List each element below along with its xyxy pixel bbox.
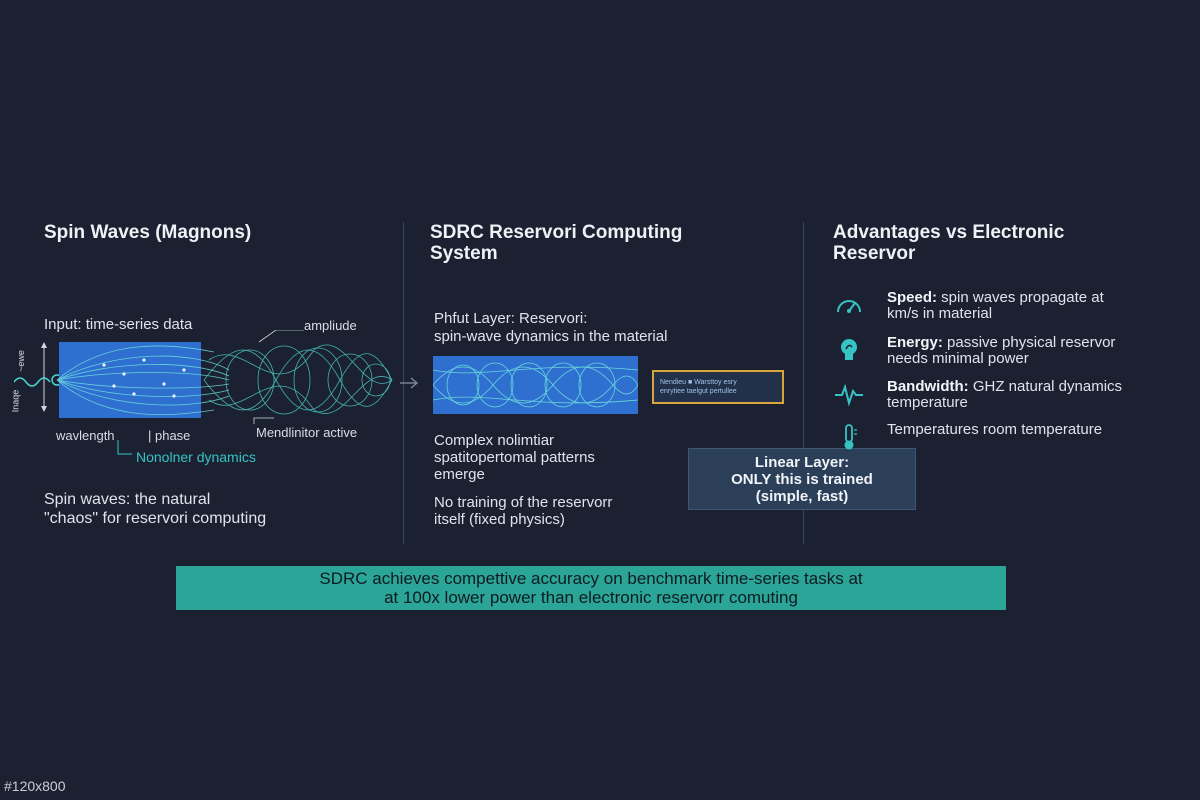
amplitude-pointer [258, 330, 304, 343]
input-wave [14, 377, 51, 387]
spin-waves-title: Spin Waves (Magnons) [44, 222, 252, 243]
magnetic-film-panel [59, 342, 201, 418]
layer-title-line-2: spin-wave dynamics in the material [434, 328, 668, 345]
temperature-text: Temperatures room temperature [887, 421, 1103, 438]
advantage-bandwidth: Bandwidth: GHZ natural dynamics temperat… [834, 379, 1194, 419]
bandwidth-text: GHZ natural dynamics [968, 378, 1123, 395]
energy-label: Energy: [887, 334, 943, 351]
sdrc-title-line-2: System [430, 243, 498, 264]
linear-layer-line-2: ONLY this is trained [731, 471, 873, 488]
energy-text: passive physical reservor [942, 334, 1116, 351]
speed-label: Speed: [887, 289, 938, 306]
banner-line-2: at 100x lower power than electronic rese… [384, 588, 798, 607]
wave-interference [203, 344, 393, 415]
spin-waves-caption-1: Spin waves: the natural [44, 491, 211, 508]
spin-waves-caption-2: "chaos" for reservori computing [44, 510, 267, 527]
arrow-down-head [41, 406, 47, 412]
no-training-line-2: itself (fixed physics) [434, 511, 565, 528]
active-pointer [253, 417, 274, 424]
arrow-up-head [41, 342, 47, 348]
phase-label: | phase [148, 428, 191, 443]
bandwidth-text-2: temperature [887, 394, 968, 411]
advantage-speed: Speed: spin waves propagate at km/s in m… [834, 290, 1194, 330]
amplitude-label: ampliude [304, 318, 357, 333]
chip-text-2: enrytiee taelgut pertullee [660, 388, 737, 395]
speed-text-2: km/s in material [887, 305, 993, 322]
advantage-temperature: Temperatures room temperature [834, 422, 1194, 462]
spin-wave-visualization [14, 330, 393, 424]
layer-title-line-1: Phfut Layer: Reservori: [434, 310, 588, 327]
spin-particles [102, 358, 186, 398]
energy-text-2: needs minimal power [887, 350, 1029, 367]
bandwidth-label: Bandwidth: [887, 378, 969, 395]
sdrc-title-line-1: SDRC Reservori Computing [430, 222, 683, 243]
banner-line-1: SDRC achieves compettive accuracy on ben… [319, 569, 863, 588]
readout-chip: Nendieu ■ Warsttoy esry enrytiee taelgut… [652, 370, 784, 404]
dimension-watermark: #120x800 [4, 778, 66, 794]
nonlinear-dynamics-bracket [117, 440, 132, 455]
advantages-title-line-1: Advantages vs Electronic [833, 222, 1065, 243]
chip-text-1: Nendieu ■ Warsttoy esry [660, 379, 737, 386]
input-label: Input: time-series data [44, 316, 193, 333]
nonlinear-active-label: Mendlinitor active [256, 425, 358, 440]
wavelength-label: wavlength [56, 428, 115, 443]
column-divider-2 [803, 222, 804, 544]
lightbulb-icon [841, 339, 857, 360]
no-training-line-1: No training of the reservorr [434, 494, 613, 511]
reservoir-panel [433, 356, 638, 414]
linear-layer-line-1: Linear Layer: [754, 454, 850, 471]
advantage-energy: Energy: passive physical reservor needs … [834, 335, 1194, 375]
patterns-line-3: emerge [434, 466, 485, 483]
pulse-icon [835, 383, 863, 407]
speed-text: spin waves propagate at [937, 289, 1104, 306]
linear-layer-box: Linear Layer: ONLY this is trained (simp… [688, 448, 916, 510]
flow-arrow-icon [400, 377, 419, 389]
speedometer-icon [837, 300, 861, 313]
thermometer-icon [844, 424, 857, 450]
patterns-line-2: spatitopertomal patterns [434, 449, 595, 466]
patterns-line-1: Complex nolimtiar [434, 432, 555, 449]
summary-banner: SDRC achieves compettive accuracy on ben… [176, 566, 1006, 610]
linear-layer-line-3: (simple, fast) [755, 488, 849, 505]
nonlinear-dynamics-label: Nonolner dynamics [136, 449, 256, 465]
advantages-title-line-2: Reservor [833, 243, 916, 264]
